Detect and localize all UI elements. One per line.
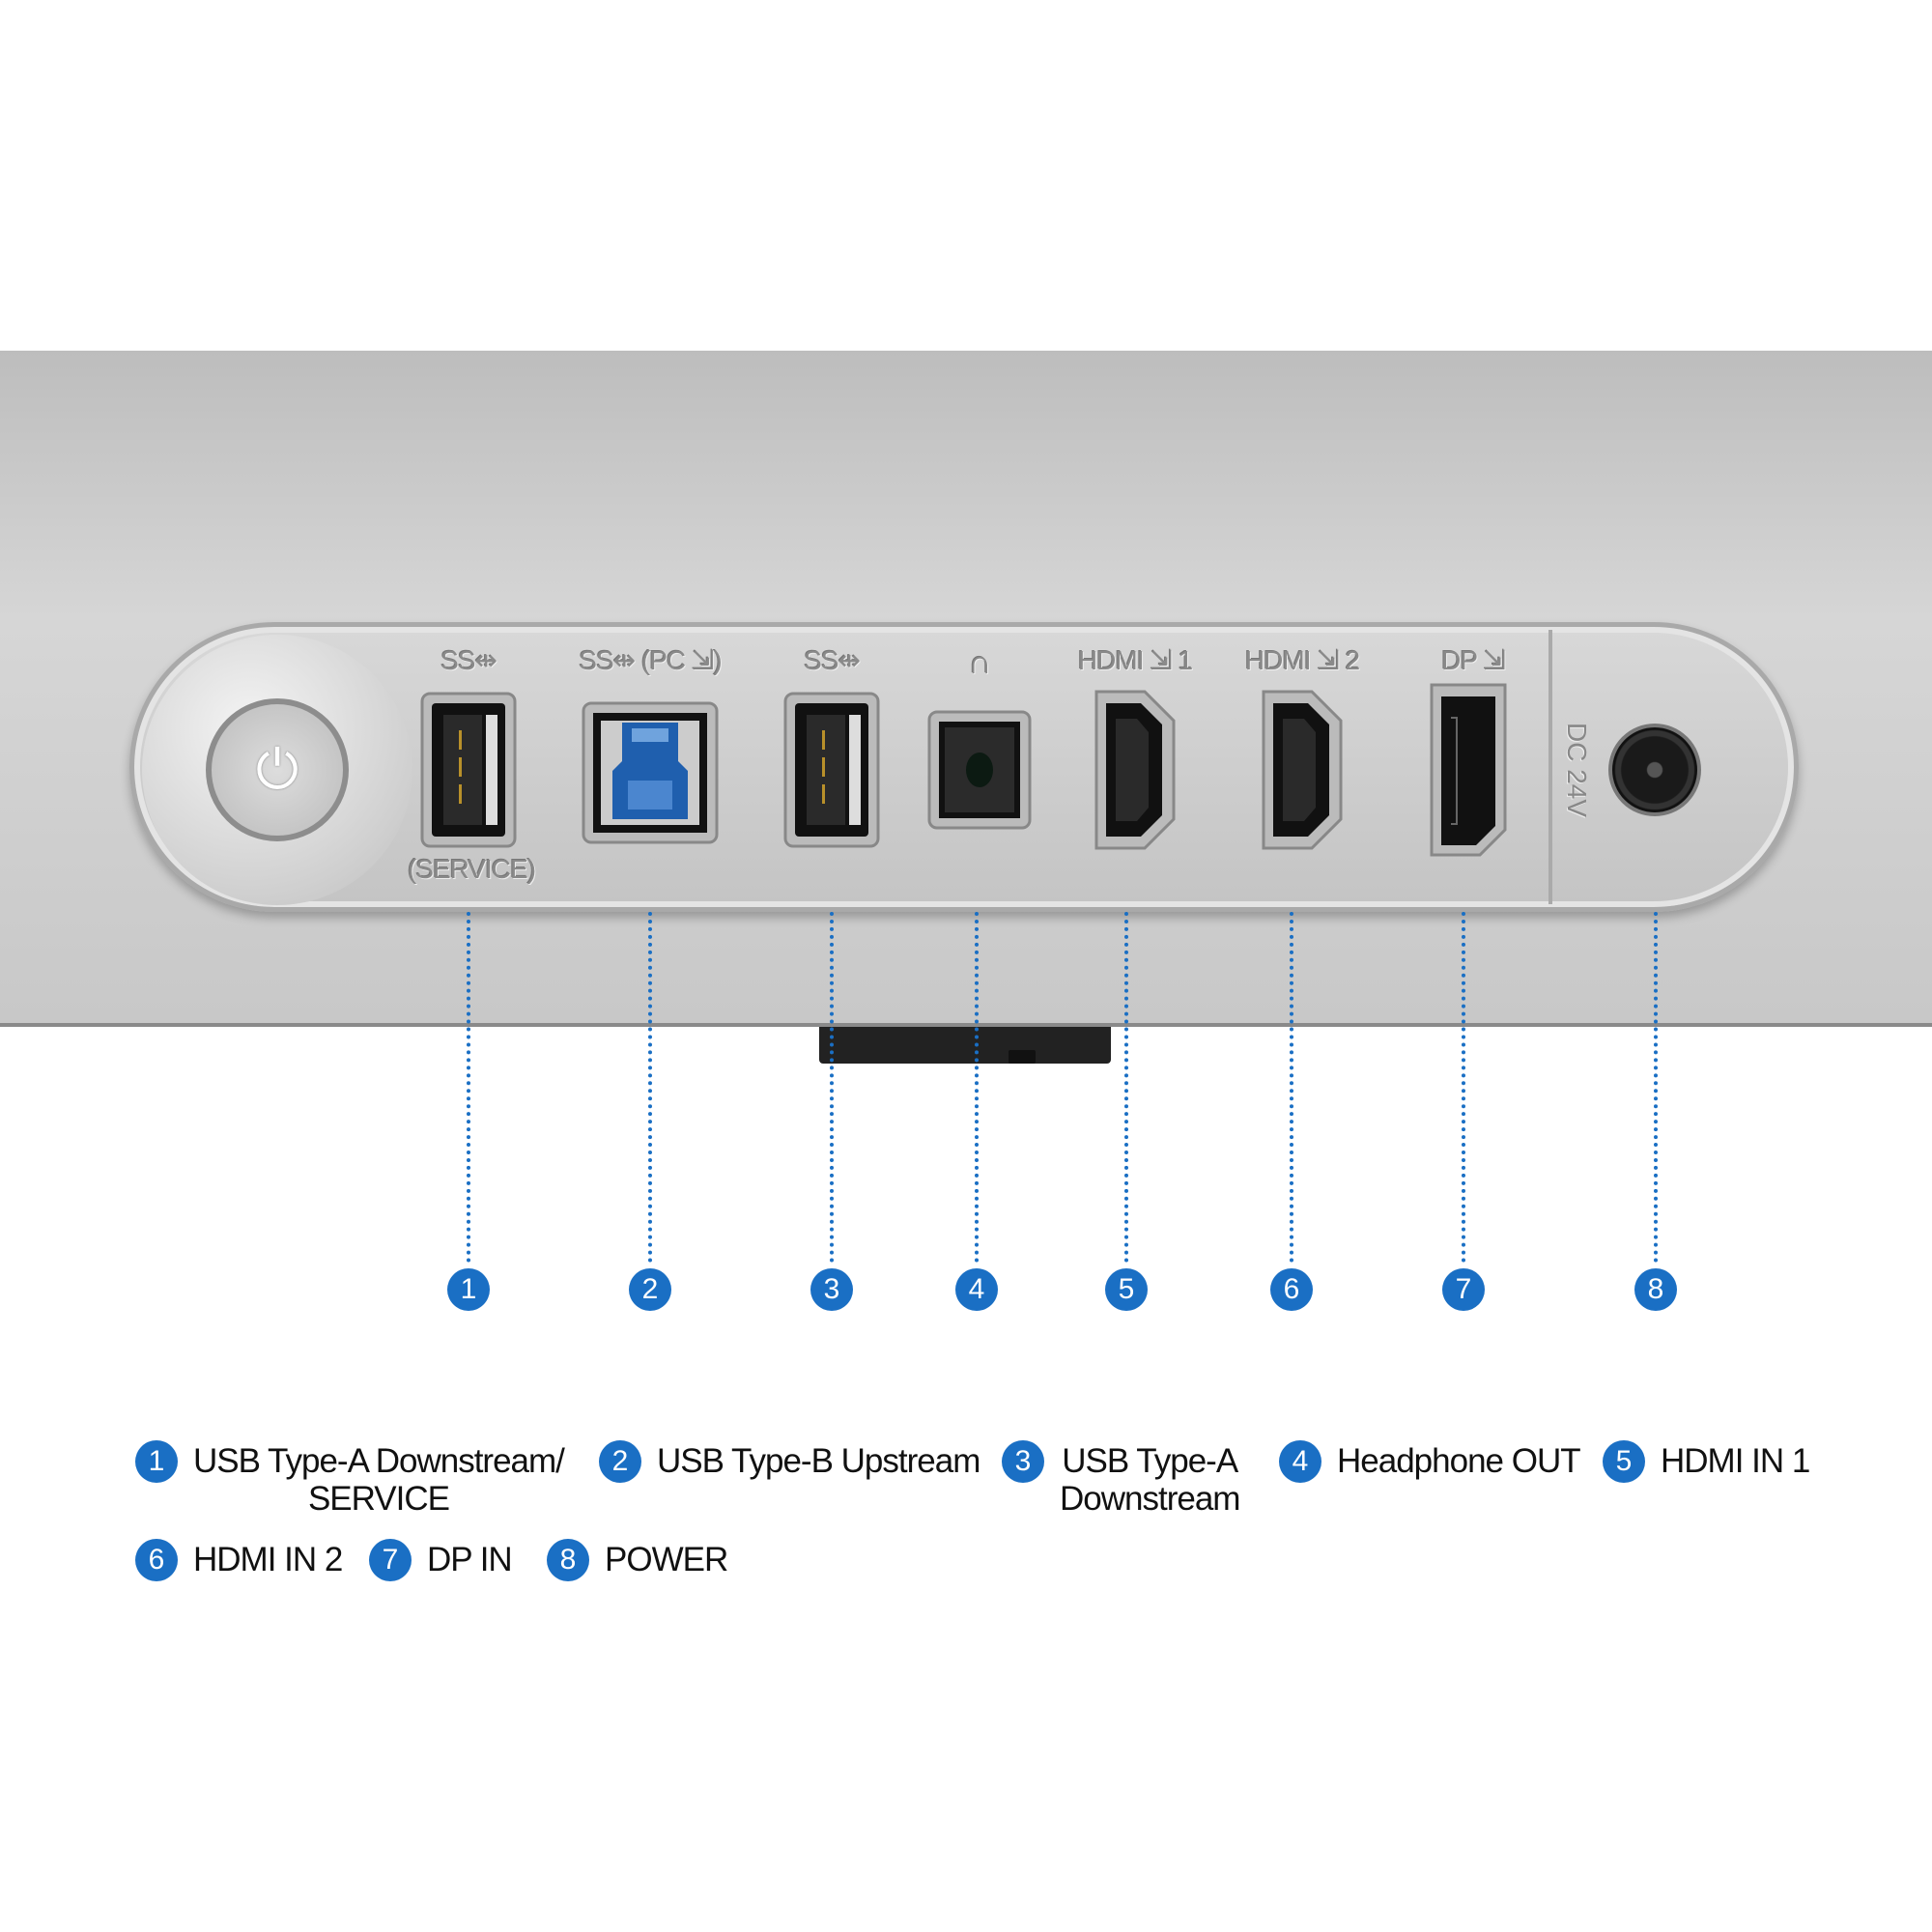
- callout-7: 7: [1442, 1268, 1485, 1311]
- hdmi1-label: HDMI ⇲ 1: [1077, 645, 1193, 675]
- dc-power-jack: [1608, 724, 1701, 816]
- hdmi-port-2: [1262, 690, 1343, 850]
- leader-line: [1462, 912, 1465, 1263]
- callout-2: 2: [629, 1268, 671, 1311]
- callout-1: 1: [447, 1268, 490, 1311]
- displayport-port: [1430, 683, 1507, 857]
- callout-5: 5: [1105, 1268, 1148, 1311]
- panel-divider: [1548, 630, 1552, 904]
- leader-line: [1654, 912, 1658, 1263]
- usb-b-port: [582, 701, 719, 844]
- callout-4: 4: [955, 1268, 998, 1311]
- service-label: (SERVICE): [407, 854, 536, 884]
- usb-a-1-label: SS⇹: [440, 645, 497, 675]
- power-button[interactable]: ⏻: [206, 698, 349, 841]
- leader-line: [1290, 912, 1293, 1263]
- headphone-jack: [927, 710, 1032, 830]
- usb-a-port-3: [783, 692, 880, 848]
- leader-line: [648, 912, 652, 1263]
- usb-b-label: SS⇹ (PC ⇲): [579, 645, 722, 675]
- callout-8: 8: [1634, 1268, 1677, 1311]
- leader-line: [1124, 912, 1128, 1263]
- hdmi-port-1: [1094, 690, 1176, 850]
- stand-mount: [819, 1027, 1111, 1064]
- leader-line: [975, 912, 979, 1263]
- usb-a-3-label: SS⇹: [804, 645, 861, 675]
- power-icon: ⏻: [255, 738, 299, 800]
- dc-label: DC 24V: [1562, 722, 1592, 818]
- dp-label: DP ⇲: [1441, 645, 1506, 675]
- headphone-icon: ∩: [968, 644, 991, 681]
- leader-line: [467, 912, 470, 1263]
- leader-line: [830, 912, 834, 1263]
- hdmi2-label: HDMI ⇲ 2: [1244, 645, 1360, 675]
- usb-a-port-1: [420, 692, 517, 848]
- callout-6: 6: [1270, 1268, 1313, 1311]
- callout-3: 3: [810, 1268, 853, 1311]
